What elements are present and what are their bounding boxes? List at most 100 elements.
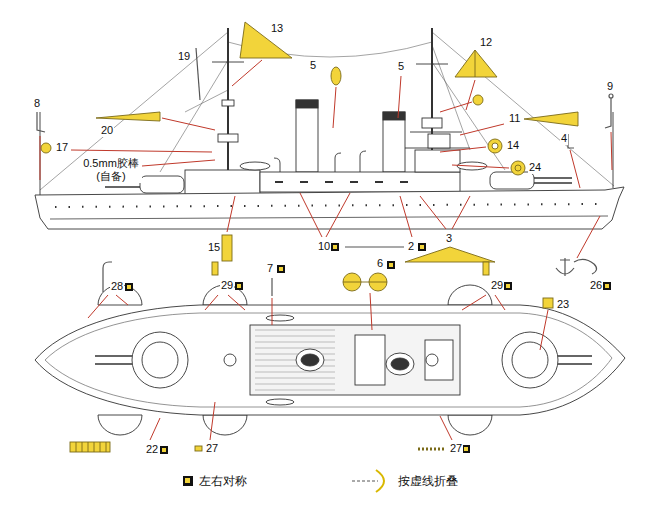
leader-lines-item xyxy=(420,196,446,229)
leader-lines-item xyxy=(440,147,486,152)
ship-plan-item xyxy=(142,342,178,378)
ship-profile-item xyxy=(55,204,600,207)
ship-profile-item xyxy=(335,153,341,172)
legend-sample-item xyxy=(183,476,193,486)
ship-plan-item xyxy=(266,399,294,405)
ship-profile-item xyxy=(185,170,260,195)
part-shapes-item xyxy=(222,235,232,261)
ship-plan-item xyxy=(132,332,188,388)
part-shapes-grey-item xyxy=(605,98,611,128)
part-shapes-item xyxy=(473,95,483,105)
leader-lines-item xyxy=(440,416,452,440)
leader-lines-item xyxy=(300,193,322,237)
ship-profile-item xyxy=(212,62,244,63)
callout-number: 3 xyxy=(445,232,453,245)
callout-number: 19 xyxy=(177,50,191,63)
part-shapes-item xyxy=(511,161,525,175)
part-shapes-item xyxy=(96,112,160,121)
callout-number: 14 xyxy=(506,139,520,152)
ship-profile-item xyxy=(296,100,318,172)
part-shapes-item xyxy=(212,262,218,275)
symmetry-symbol-item xyxy=(333,245,337,249)
part-shapes-item xyxy=(331,67,341,85)
ship-profile-item xyxy=(296,100,318,108)
ship-plan-item xyxy=(386,353,414,375)
symmetry-symbol-item xyxy=(235,282,243,290)
leader-lines-item xyxy=(440,102,472,112)
symmetry-symbol-item xyxy=(279,267,283,271)
part-shapes-item xyxy=(475,50,476,77)
symmetry-symbol-item xyxy=(389,263,393,267)
leader-lines-item xyxy=(162,118,215,130)
ship-plan-item xyxy=(266,315,294,321)
part-shapes-grey-item xyxy=(37,112,45,132)
ship-profile-item xyxy=(360,151,366,172)
leader-lines-item xyxy=(40,136,41,180)
part-shapes-grey-item xyxy=(568,134,574,148)
callout-number: 6 xyxy=(376,257,384,270)
ship-profile-item xyxy=(275,181,408,183)
ship-profile-item xyxy=(534,177,572,179)
ship-plan-item xyxy=(296,349,324,371)
symmetry-symbol-item xyxy=(127,285,131,289)
ship-profile-item xyxy=(422,118,442,128)
ship-plan-item xyxy=(448,415,492,435)
symmetry-symbol-item xyxy=(387,261,395,269)
callout-number: 4 xyxy=(560,132,568,145)
ship-profile-item xyxy=(160,60,228,172)
ship-profile-item xyxy=(40,32,228,190)
part-shapes-item xyxy=(455,50,497,77)
ship-plan-item xyxy=(98,415,142,435)
callout-number: 27 xyxy=(449,442,463,455)
ship-profile-item xyxy=(260,172,460,192)
part-shapes-item xyxy=(492,143,498,149)
ship-profile-item xyxy=(534,182,572,184)
ship-profile-item xyxy=(222,100,234,106)
leader-lines-item xyxy=(71,150,212,152)
leader-lines-item xyxy=(205,295,218,310)
ship-plan-item xyxy=(512,342,548,378)
part-shapes-grey-item xyxy=(271,278,272,296)
ship-plan-item xyxy=(255,330,335,390)
leader-lines-item xyxy=(88,295,108,318)
leader-lines-item xyxy=(398,76,401,118)
leader-lines-item xyxy=(333,87,336,128)
leader-lines-item xyxy=(540,310,548,350)
part-shapes-item xyxy=(483,262,489,275)
ship-profile-item xyxy=(50,216,608,219)
leader-lines-item xyxy=(370,293,372,330)
ship-plan-item xyxy=(95,355,132,357)
part-shapes-item xyxy=(240,22,292,58)
ship-profile-item xyxy=(105,186,140,188)
leader-lines-item xyxy=(466,80,475,110)
callout-number: 22 xyxy=(145,443,159,456)
legend-text: 左右对称 xyxy=(198,474,248,488)
leader-lines-item xyxy=(210,402,215,440)
ship-plan-item xyxy=(426,354,438,366)
ship-plan-item xyxy=(250,325,460,395)
leader-lines-item xyxy=(142,160,215,166)
symmetry-symbol-item xyxy=(506,284,510,288)
symmetry-symbol-item xyxy=(464,447,468,451)
symmetry-symbol-item xyxy=(420,245,424,249)
symmetry-symbol-item xyxy=(162,448,166,452)
ship-plan-item xyxy=(224,354,236,366)
leader-lines-item xyxy=(400,196,412,237)
ship-profile-item xyxy=(40,112,41,195)
part-shapes-item xyxy=(195,446,202,451)
leader-lines-item xyxy=(232,60,262,86)
leader-lines-item xyxy=(462,295,486,310)
part-shapes-grey-item xyxy=(574,259,597,274)
part-shapes-item xyxy=(76,442,106,452)
ship-plan-item xyxy=(95,363,132,365)
ship-plan-item xyxy=(425,340,453,380)
callout-number: 29 xyxy=(220,279,234,292)
leader-lines-item xyxy=(611,132,612,170)
leader-lines-item xyxy=(116,295,128,305)
part-shapes-grey-item xyxy=(196,48,200,100)
legend-text: 按虚线折叠 xyxy=(397,474,459,488)
part-shapes-grey-item xyxy=(345,246,404,247)
leader-lines-item xyxy=(227,196,235,232)
callout-number: 9 xyxy=(606,80,614,93)
callout-number: 26 xyxy=(589,279,603,292)
